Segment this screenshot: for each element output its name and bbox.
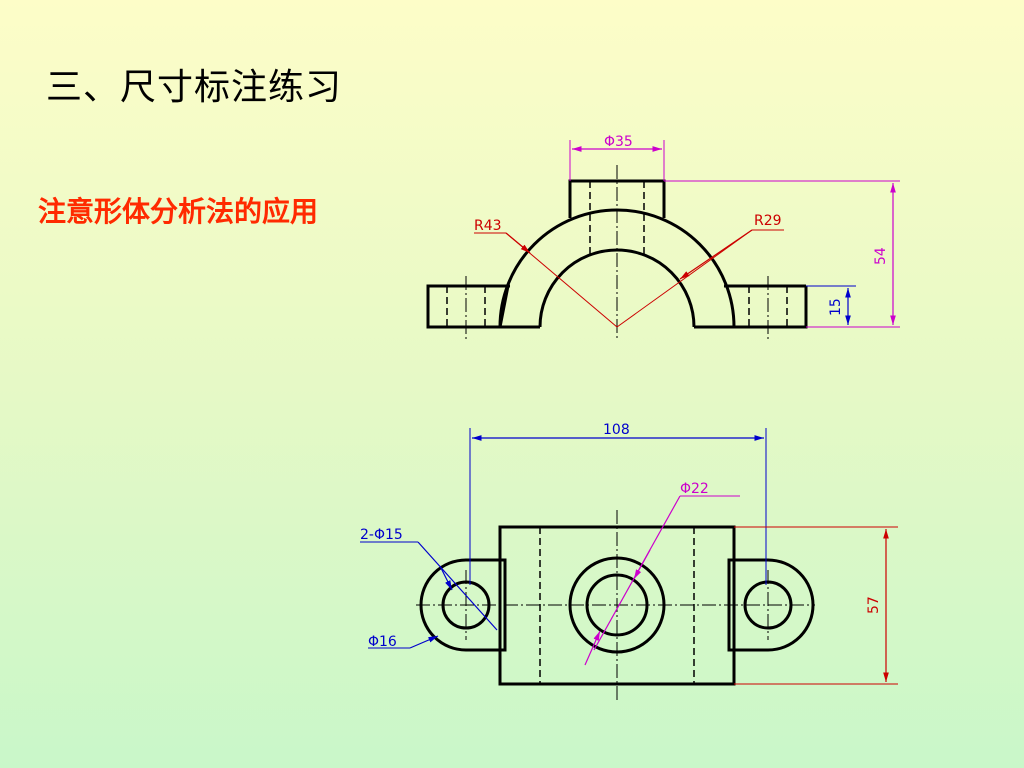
dim-r43-label: R43 [474, 218, 502, 234]
dim-phi35-label: Φ35 [604, 134, 633, 150]
top-view [416, 510, 815, 700]
dim-15-label: 15 [828, 298, 844, 316]
top-center-lines [416, 510, 815, 700]
front-center-lines [465, 165, 769, 340]
front-dimensions: Φ35 54 15 R43 R29 [474, 134, 900, 328]
slide-title: 三、尺寸标注练习 [46, 67, 343, 108]
dim-54-label: 54 [873, 247, 889, 265]
dim-r29-label: R29 [754, 213, 782, 229]
dim-phi22-label: Φ22 [680, 481, 709, 497]
dim-2phi15-label: 2-Φ15 [360, 527, 403, 543]
front-boss [568, 179, 666, 218]
front-view [426, 165, 808, 340]
dim-108-label: 108 [603, 422, 630, 438]
front-view-outline [426, 284, 510, 329]
front-left-lug [426, 284, 540, 329]
dim-57-label: 57 [866, 596, 882, 614]
front-hidden-lines [446, 181, 788, 327]
top-dimensions: 108 Φ22 2-Φ15 Φ16 57 [360, 422, 898, 685]
note-text: 注意形体分析法的应用 [38, 195, 319, 228]
dim-phi16-label: Φ16 [368, 634, 397, 650]
front-right-lug [694, 284, 808, 329]
